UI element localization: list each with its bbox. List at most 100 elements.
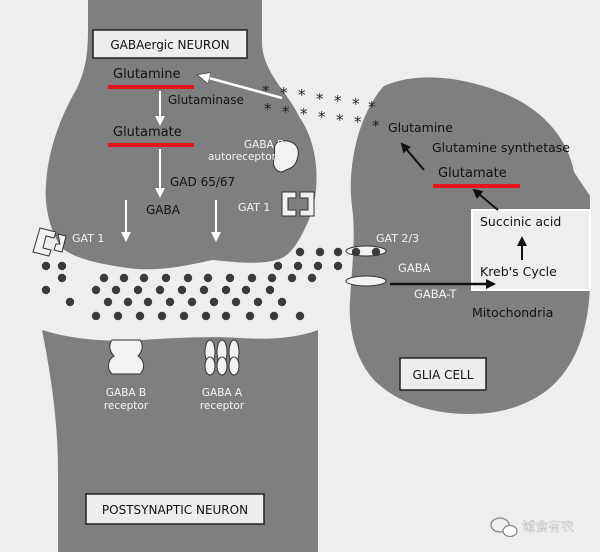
gaba-molecule xyxy=(161,273,171,283)
gaba-molecule xyxy=(103,297,113,307)
gaba-a-receptor-icon xyxy=(204,339,240,376)
gat1-left-transporter-icon xyxy=(32,227,67,257)
pre-glutamine-label: Glutamine xyxy=(113,67,181,82)
gaba-molecule xyxy=(245,311,255,321)
gaba-molecule xyxy=(293,261,303,271)
krebs-cycle-label: Kreb's Cycle xyxy=(480,264,557,279)
gaba-molecule xyxy=(41,261,51,271)
gaba-molecule xyxy=(187,297,197,307)
gaba-molecule xyxy=(119,273,129,283)
glia-title: GLIA CELL xyxy=(413,368,474,382)
gaba-b-receptor-icon xyxy=(107,339,145,375)
watermark-text: 城食有农 xyxy=(522,519,574,535)
svg-text:*: * xyxy=(264,100,272,118)
gaba-b-autoreceptor-icon xyxy=(273,140,299,173)
glia-glutamine-label: Glutamine xyxy=(388,120,453,135)
gaba-a-receptor-line2: receptor xyxy=(200,400,245,412)
gat1-right-transporter-icon xyxy=(281,191,315,217)
svg-text:*: * xyxy=(282,103,290,121)
gaba-a-receptor-line1: GABA A xyxy=(202,387,243,399)
svg-text:*: * xyxy=(262,82,270,100)
svg-text:*: * xyxy=(368,98,376,116)
gaba-molecule xyxy=(91,285,101,295)
gaba-molecule xyxy=(315,247,325,257)
gaba-molecule xyxy=(165,297,175,307)
svg-text:*: * xyxy=(352,95,360,113)
gaba-molecule xyxy=(295,247,305,257)
glia-glutamate-label: Glutamate xyxy=(438,166,507,181)
gaba-molecule xyxy=(221,285,231,295)
presynaptic-title: GABAergic NEURON xyxy=(110,38,229,52)
gaba-molecule xyxy=(287,273,297,283)
gaba-molecule xyxy=(247,273,257,283)
gaba-molecule xyxy=(241,285,251,295)
gaba-molecule xyxy=(123,297,133,307)
pre-glutamate-label: Glutamate xyxy=(113,125,182,140)
gaba-molecule xyxy=(265,285,275,295)
gaba-molecule xyxy=(201,311,211,321)
mitochondria-box xyxy=(471,209,591,291)
svg-text:*: * xyxy=(334,92,342,110)
gaba-b-receptor-line1: GABA B xyxy=(106,387,146,399)
gaba-molecule xyxy=(333,247,343,257)
svg-text:*: * xyxy=(336,111,344,129)
wechat-icon xyxy=(490,517,518,538)
gaba-molecule xyxy=(267,273,277,283)
gaba-molecule xyxy=(295,311,305,321)
presynaptic-title-box xyxy=(92,29,248,59)
glia-cell xyxy=(349,77,590,414)
gaba-molecule xyxy=(333,261,343,271)
gaba-molecule xyxy=(133,285,143,295)
glutamine-synthetase-label: Glutamine synthetase xyxy=(432,140,570,155)
gaba-molecule xyxy=(183,273,193,283)
gaba-molecule xyxy=(41,285,51,295)
gaba-molecule xyxy=(277,297,287,307)
svg-text:*: * xyxy=(354,113,362,131)
postsynaptic-title: POSTSYNAPTIC NEURON xyxy=(102,503,248,517)
glutaminase-label: Glutaminase xyxy=(168,93,244,107)
gaba-molecule xyxy=(307,273,317,283)
gaba-molecule xyxy=(157,311,167,321)
glia-title-box xyxy=(399,357,487,391)
mitochondria-label: Mitochondria xyxy=(472,305,553,320)
gaba-molecule xyxy=(231,297,241,307)
svg-text:*: * xyxy=(316,90,324,108)
gaba-molecule xyxy=(371,247,381,257)
gat1-right-label: GAT 1 xyxy=(238,201,270,214)
gaba-molecule xyxy=(179,311,189,321)
gaba-molecule xyxy=(113,311,123,321)
gaba-molecule xyxy=(221,311,231,321)
gad-label: GAD 65/67 xyxy=(170,175,235,189)
gaba-b-autoreceptor-line1: GABA B xyxy=(244,139,284,151)
glutamine-synthetase-arrow xyxy=(400,142,425,171)
gaba-molecule xyxy=(273,261,283,271)
gaba-molecule xyxy=(91,311,101,321)
gaba-molecule xyxy=(135,311,145,321)
gat23-label: GAT 2/3 xyxy=(376,232,419,245)
glutamine-transfer-arrow xyxy=(198,75,283,100)
gat1-left-label: GAT 1 xyxy=(72,232,104,245)
presynaptic-neuron xyxy=(45,0,317,270)
gaba-molecule xyxy=(313,261,323,271)
gaba-molecule xyxy=(177,285,187,295)
svg-text:*: * xyxy=(372,117,380,135)
gaba-molecule xyxy=(143,297,153,307)
gaba-molecule xyxy=(57,261,67,271)
succinic-acid-label: Succinic acid xyxy=(480,214,561,229)
gaba-molecule xyxy=(351,247,361,257)
gaba-molecule xyxy=(253,297,263,307)
gaba-molecule xyxy=(199,285,209,295)
glia-gaba-label: GABA xyxy=(398,261,431,275)
gaba-molecule xyxy=(99,273,109,283)
watermark: 城食有农 xyxy=(490,517,574,538)
succinic-to-glutamate-arrow xyxy=(472,188,499,211)
gaba-molecule xyxy=(269,311,279,321)
gaba-molecule xyxy=(155,285,165,295)
synaptic-gaba-molecules xyxy=(41,247,381,321)
svg-text:*: * xyxy=(280,84,288,102)
gaba-molecule xyxy=(65,297,75,307)
gaba-b-autoreceptor-line2: autoreceptor xyxy=(208,151,277,163)
svg-text:*: * xyxy=(298,86,306,104)
pre-gaba-label: GABA xyxy=(146,203,181,217)
